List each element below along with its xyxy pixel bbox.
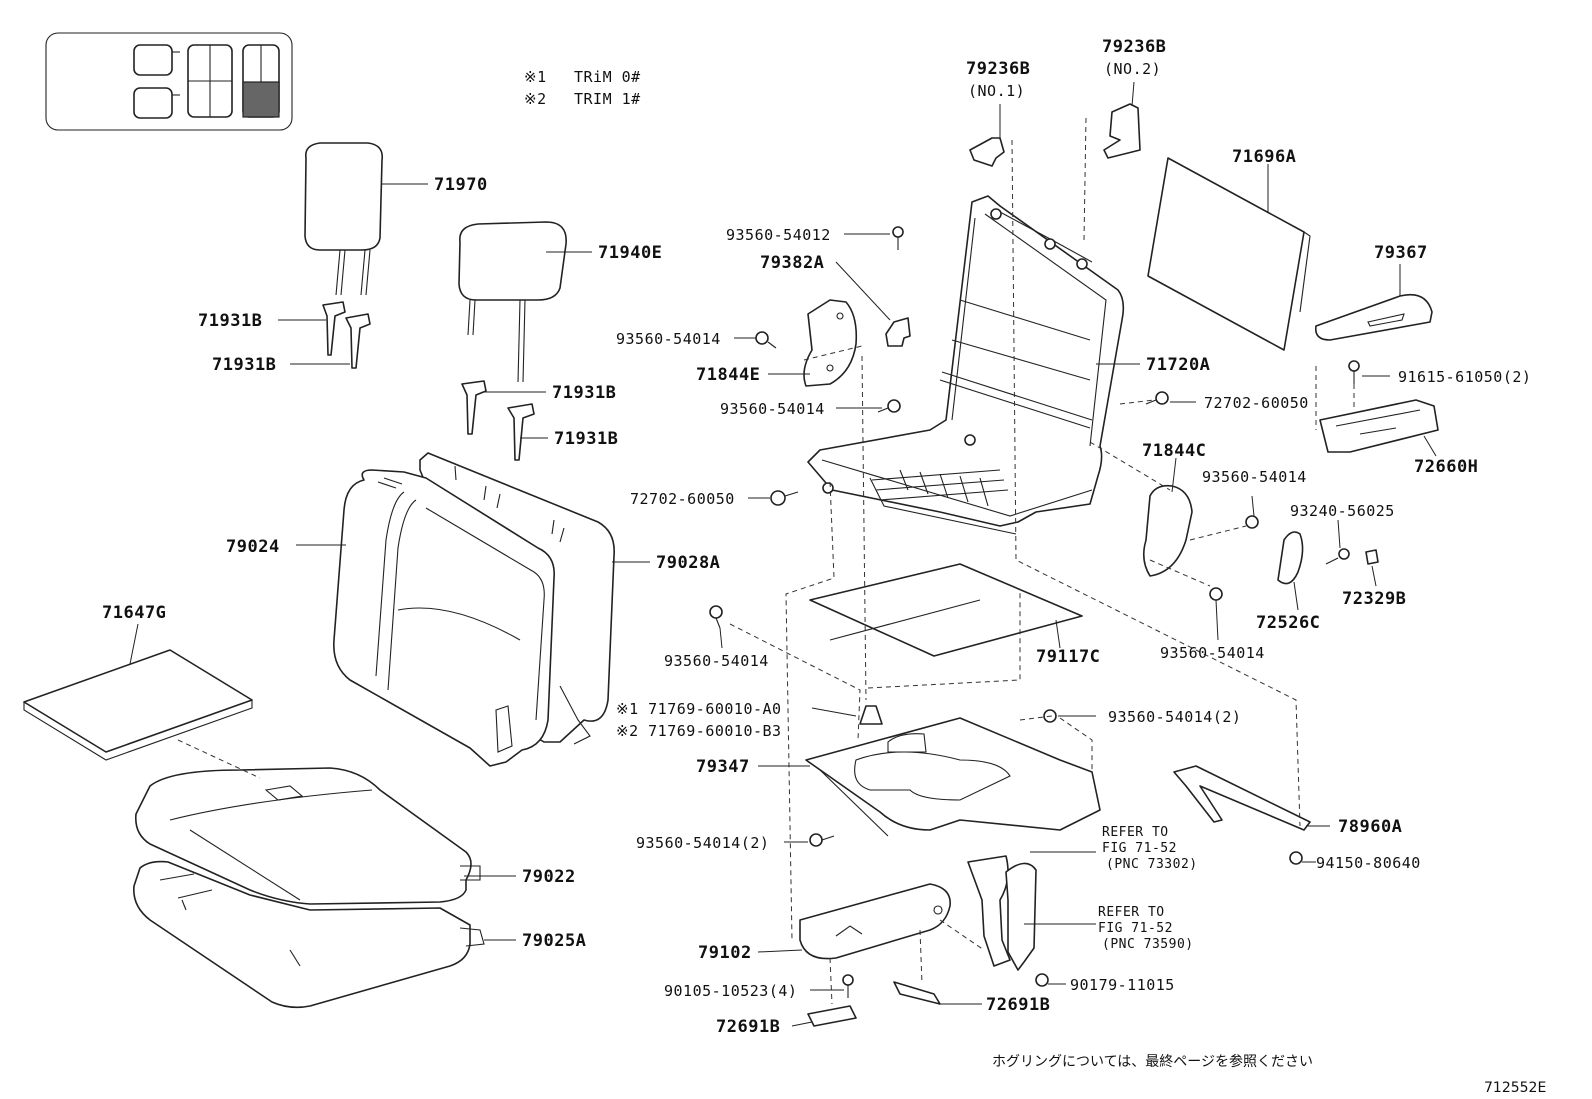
sheet-79117C-part	[809, 563, 1083, 657]
cushion-pad-79025A	[133, 860, 485, 1009]
seatbelt-b-part	[1005, 862, 1037, 971]
label-72691B-b: 72691B	[986, 995, 1050, 1015]
refer-2-line-2: FIG 71-52	[1098, 921, 1173, 936]
label-71647G: 71647G	[102, 603, 166, 623]
trim-note-1-text: TRiM 0#	[574, 68, 641, 86]
label-79028A: 79028A	[656, 553, 720, 573]
label-71769-60010-B3: ※2 71769-60010-B3	[616, 722, 782, 740]
label-71940E: 71940E	[598, 243, 662, 263]
label-72660H: 72660H	[1414, 457, 1478, 477]
figure-id: 712552E	[1484, 1080, 1546, 1096]
label-93240-56025: 93240-56025	[1290, 502, 1395, 520]
under-tray-79347-part	[805, 717, 1101, 837]
refer-2-line-1: REFER TO	[1098, 905, 1165, 920]
label-79117C: 79117C	[1036, 647, 1100, 667]
cover-left-71844E-part	[803, 299, 858, 387]
refer-1-line-3: (PNC 73302)	[1106, 857, 1198, 872]
refer-1-line-1: REFER TO	[1102, 825, 1169, 840]
label-72691B-a: 72691B	[716, 1017, 780, 1037]
refer-2-line-3: (PNC 73590)	[1102, 937, 1194, 952]
leg-cover-72660H-part	[1319, 399, 1439, 453]
footer-note: ホグリングについては、最終ページを参照ください	[992, 1053, 1313, 1070]
label-71931B-1: 71931B	[198, 311, 262, 331]
leader-lines	[129, 81, 1437, 1027]
clip-72329B-part	[1365, 549, 1379, 565]
support-pieces	[322, 301, 535, 461]
label-72702-60050-a: 72702-60050	[630, 490, 735, 508]
label-71696A: 71696A	[1232, 147, 1296, 167]
trim-note-2-text: TRIM 1#	[574, 90, 641, 108]
trim-note-2-mark: ※2	[524, 90, 547, 108]
label-71970: 71970	[434, 175, 488, 195]
fasteners	[709, 226, 1360, 998]
cover-no1-part	[969, 137, 1005, 167]
cushion-cover-79022	[134, 767, 481, 905]
label-79024: 79024	[226, 537, 280, 557]
board-71696A-part	[1147, 157, 1305, 351]
label-78960A: 78960A	[1338, 817, 1402, 837]
label-71769-60010-A0: ※1 71769-60010-A0	[616, 700, 782, 718]
seatback-cover-79024	[333, 469, 555, 767]
label-93560-54014-d: 93560-54014	[1202, 468, 1307, 486]
label-93560-54014-b: 93560-54014	[720, 400, 825, 418]
label-93560-54014-2-b: 93560-54014(2)	[1108, 708, 1241, 726]
headrest-71940E	[458, 221, 567, 383]
label-91615-61050: 91615-61050(2)	[1398, 368, 1531, 386]
pad-sheet-71647G	[23, 649, 253, 761]
label-79347: 79347	[696, 757, 750, 777]
label-79236B-no1: 79236B	[966, 59, 1030, 79]
label-93560-54014-a: 93560-54014	[616, 330, 721, 348]
alignment-lines	[177, 117, 1355, 1005]
label-72526C: 72526C	[1256, 613, 1320, 633]
label-93560-54014-c: 93560-54014	[664, 652, 769, 670]
label-71931B-4: 71931B	[554, 429, 618, 449]
seatbelt-a-part	[967, 855, 1011, 967]
headrest-71970	[304, 142, 384, 296]
trim-panel-79367-part	[1314, 293, 1433, 341]
plate-a-part	[807, 1005, 857, 1027]
cover-no2-part	[1103, 103, 1141, 159]
label-94150-80640: 94150-80640	[1316, 854, 1421, 872]
label-79367: 79367	[1374, 243, 1428, 263]
label-71844E: 71844E	[696, 365, 760, 385]
lever-78960A-part	[1173, 765, 1311, 831]
label-79102: 79102	[698, 943, 752, 963]
bracket-79382A-part	[885, 317, 911, 347]
seat-layout-key	[45, 32, 293, 131]
label-93560-54012: 93560-54012	[726, 226, 831, 244]
label-71931B-3: 71931B	[552, 383, 616, 403]
label-93560-54014-e: 93560-54014	[1160, 644, 1265, 662]
label-71844C: 71844C	[1142, 441, 1206, 461]
label-90179-11015: 90179-11015	[1070, 976, 1175, 994]
label-72329B: 72329B	[1342, 589, 1406, 609]
label-79236B-no1-sub: (NO.1)	[968, 82, 1025, 100]
cover-right-71844C-part	[1142, 484, 1193, 577]
refer-1-line-2: FIG 71-52	[1102, 841, 1177, 856]
label-90105-10523: 90105-10523(4)	[664, 982, 797, 1000]
label-79022: 79022	[522, 867, 576, 887]
knob-72526C-part	[1277, 531, 1304, 585]
support-clip-part	[859, 705, 883, 725]
label-79025A: 79025A	[522, 931, 586, 951]
label-72702-60050-b: 72702-60050	[1204, 394, 1309, 412]
label-79236B-no2: 79236B	[1102, 37, 1166, 57]
hinge-cover-79102-part	[799, 883, 951, 960]
plate-b-part	[893, 981, 941, 1005]
seat-frame-71720A	[807, 195, 1125, 535]
trim-note-1-mark: ※1	[524, 68, 547, 86]
label-79236B-no2-sub: (NO.2)	[1104, 60, 1161, 78]
label-79382A: 79382A	[760, 253, 824, 273]
label-93560-54014-2-a: 93560-54014(2)	[636, 834, 769, 852]
label-71720A: 71720A	[1146, 355, 1210, 375]
label-71931B-2: 71931B	[212, 355, 276, 375]
